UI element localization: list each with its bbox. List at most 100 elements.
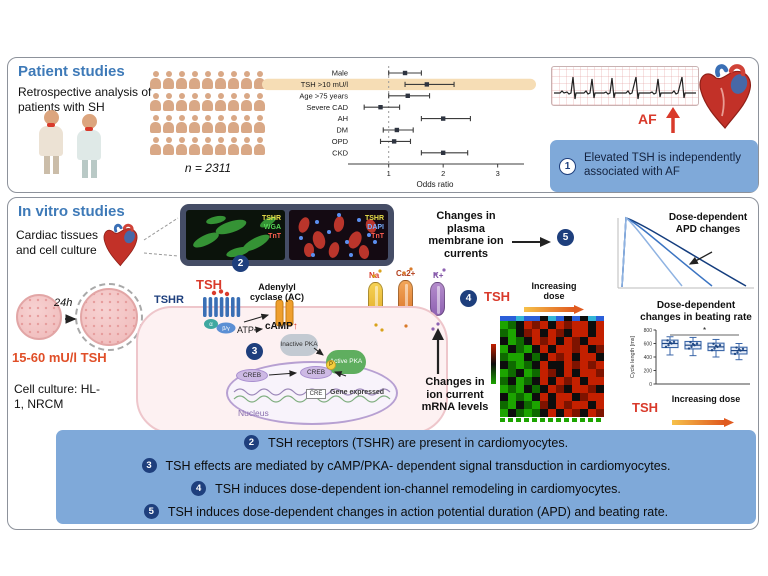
patient-figure (36, 110, 66, 174)
person-icon (228, 93, 239, 111)
person-icon (189, 71, 200, 89)
heart-illustration-small (103, 223, 138, 267)
finding-2-badge: 2 (243, 435, 259, 450)
invitro-panel-subtitle: Cardiac tissues and cell culture (16, 228, 99, 257)
svg-text:Male: Male (332, 69, 348, 78)
invitro-panel-title: In vitro studies (18, 203, 125, 220)
person-icon (241, 137, 252, 155)
step-5-badge: 5 (557, 229, 574, 246)
dose-gradient-arrow (672, 418, 734, 427)
camp-group: cAMP↑ (265, 321, 298, 332)
person-icon (150, 93, 161, 111)
figure-body (39, 126, 63, 156)
micro-image-tshr-wga: TSHR WGA TnT (186, 210, 285, 260)
person-icon (241, 93, 252, 111)
person-icon (176, 137, 187, 155)
person-icon (176, 71, 187, 89)
k-channel-label: K+ (433, 271, 444, 280)
person-icon (163, 71, 174, 89)
person-icon (176, 93, 187, 111)
step-4-badge: 4 (460, 290, 477, 307)
person-icon (215, 71, 226, 89)
person-icon (228, 137, 239, 155)
person-icon (202, 93, 213, 111)
svg-text:Odds ratio: Odds ratio (417, 180, 454, 189)
micro-image-tshr-dapi: TSHR DAPI TnT (289, 210, 388, 260)
increasing-dose-label: Increasing dose (671, 394, 741, 404)
inactive-pka-blob: Inactive PKA (280, 334, 318, 356)
dapi-nuclei (299, 213, 377, 257)
svg-text:3: 3 (496, 169, 500, 178)
creb-phospho-oval: CREB (300, 366, 332, 379)
phosphate-badge: P (326, 360, 336, 370)
person-icon (150, 71, 161, 89)
svg-text:400: 400 (644, 355, 653, 361)
svg-text:Age >75 years: Age >75 years (299, 91, 348, 100)
person-icon (202, 137, 213, 155)
person-icon (254, 115, 265, 133)
atp-label: ATP (237, 325, 254, 335)
finding-4-badge: 4 (191, 481, 207, 496)
svg-text:TSH >10 mU/l: TSH >10 mU/l (301, 80, 349, 89)
figure-head (81, 114, 97, 129)
gene-expressed-label: Gene expressed (330, 389, 385, 396)
key-finding-row: 3 TSH effects are mediated by cAMP/PKA- … (141, 458, 670, 473)
person-icon (163, 93, 174, 111)
key-findings-box: 2 TSH receptors (TSHR) are present in ca… (56, 430, 756, 524)
patient-studies-panel: Patient studies Retrospective analysis o… (7, 57, 759, 193)
micro-label-tnt: TnT (371, 233, 385, 240)
person-icon (254, 93, 265, 111)
person-icon (189, 137, 200, 155)
nucleus-label: Nucleus (238, 408, 269, 418)
svg-text:OPD: OPD (332, 137, 349, 146)
person-icon (163, 115, 174, 133)
camp-label: cAMP (265, 321, 293, 332)
person-icon (189, 93, 200, 111)
incubation-time-label: 24h (54, 297, 73, 309)
person-icon (189, 115, 200, 133)
right-arrow-icon (512, 237, 551, 247)
person-icon (176, 115, 187, 133)
svg-text:600: 600 (644, 341, 653, 347)
na-channel-label: Na (369, 271, 380, 280)
heatmap-color-scale (491, 344, 496, 384)
figure-body (77, 130, 101, 160)
ecg-strip (551, 66, 699, 106)
apd-plot (617, 216, 754, 289)
tsh-ligand-dots (211, 289, 230, 297)
petri-dish (16, 294, 62, 340)
thyroid-icon (47, 123, 55, 127)
patient-panel-subtitle: Retrospective analysis of patients with … (18, 85, 152, 114)
cohort-size-label: n = 2311 (184, 161, 232, 175)
conclusion-box: 1 Elevated TSH is independently associat… (550, 140, 758, 192)
person-icon (228, 115, 239, 133)
tsh-dose-label: 15-60 mU/l TSH (12, 350, 107, 365)
finding-2-text: TSH receptors (TSHR) are present in card… (267, 435, 569, 450)
person-icon (150, 115, 161, 133)
key-finding-row: 5 TSH induces dose-dependent changes in … (143, 504, 668, 519)
figure-legs (74, 160, 104, 178)
person-icon (254, 71, 265, 89)
figure-legs (36, 156, 66, 174)
svg-text:2: 2 (441, 169, 445, 178)
cell-culture-label: Cell culture: HL-1, NRCM (14, 382, 101, 411)
k-channel-icon (430, 282, 445, 316)
person-icon (254, 137, 265, 155)
finding-3-badge: 3 (141, 458, 157, 473)
tsh-dose5-label: TSH (632, 400, 658, 415)
person-icon (150, 137, 161, 155)
dose-gradient-arrow (524, 305, 584, 314)
mrna-levels-note: Changes in ion current mRNA levels (421, 376, 489, 414)
micro-label-tnt: TnT (268, 233, 282, 240)
finding-4-text: TSH induces dose-dependent ion-channel r… (215, 481, 621, 496)
creb-oval: CREB (236, 369, 268, 382)
mrna-heatmap (500, 316, 604, 417)
key-finding-row: 4 TSH induces dose-dependent ion-channel… (191, 481, 621, 496)
tshr-label: TSHR (154, 294, 184, 306)
tsh-dose4-label: TSH (484, 289, 510, 304)
beating-rate-title: Dose-dependent changes in beating rate (640, 300, 752, 323)
apd-title: Dose-dependent APD changes (668, 212, 748, 235)
